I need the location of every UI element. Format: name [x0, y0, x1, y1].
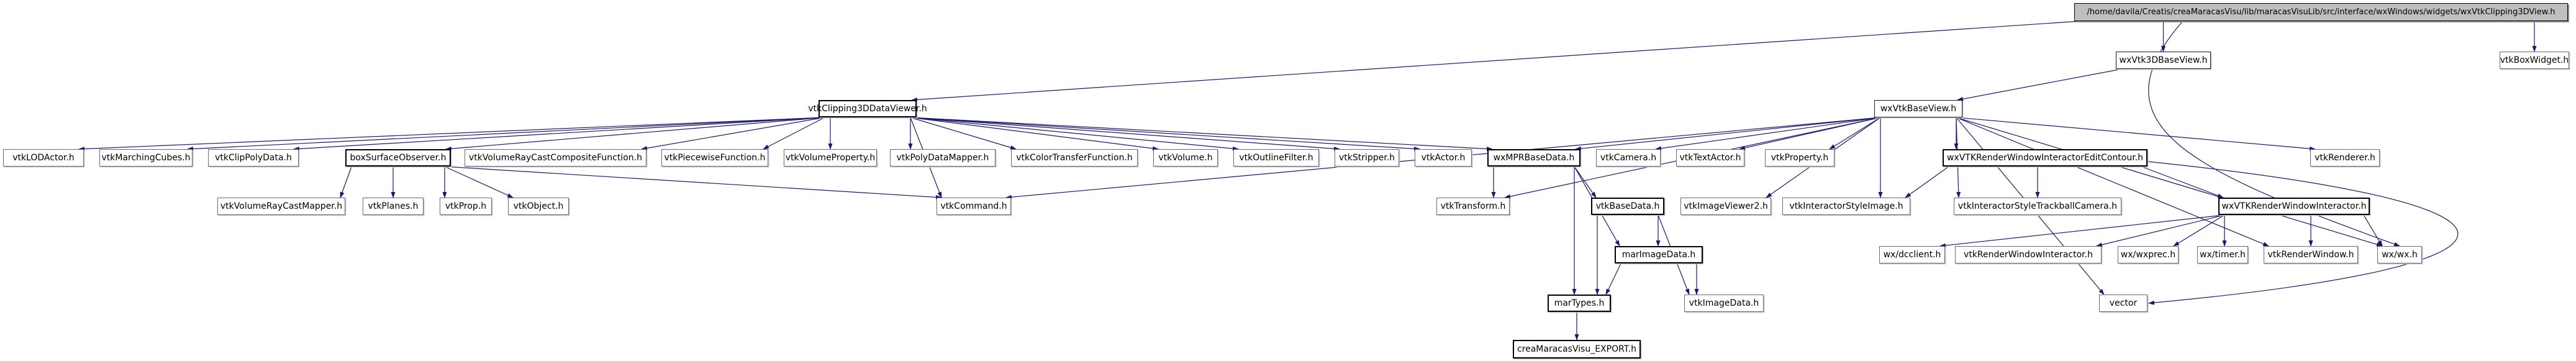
graph-node-vtkobject[interactable]: vtkObject.h: [508, 198, 569, 215]
graph-node-vector[interactable]: vector: [2099, 295, 2147, 312]
graph-node-creamaracasvisu-export[interactable]: creaMaracasVisu_EXPORT.h: [1513, 340, 1641, 359]
graph-node-vtkcamera[interactable]: vtkCamera.h: [1596, 149, 1661, 167]
edge-wxvtkbaseview-wxmprbasedata: [1575, 117, 1881, 151]
edge-wxvtkrenderwindowinteractor-vtkrenderwindowinteractor: [2096, 214, 2225, 247]
graph-node-vtkclipping3ddataviewer[interactable]: vtkClipping3DDataViewer.h: [808, 100, 927, 117]
edge-wxvtkrenderwindowinteractoreditcontour-vtkinteractorstyleimage: [1905, 166, 1949, 198]
graph-node-vtkmarchingcubes[interactable]: vtkMarchingCubes.h: [99, 149, 193, 167]
edge-root-vtkclipping3ddataviewer: [911, 21, 2081, 102]
edge-wxvtk3dbaseview-wxvtkbaseview: [1957, 68, 2123, 101]
graph-node-vtkvolumeraycastmapper[interactable]: vtkVolumeRayCastMapper.h: [217, 198, 345, 215]
edge-wxvtkbaseview-vtkcamera: [1655, 117, 1881, 151]
graph-node-vtklodactor[interactable]: vtkLODActor.h: [3, 149, 84, 167]
edge-wxvtkbaseview-wxwx: [1956, 117, 2383, 247]
graph-node-vtkboxwidget[interactable]: vtkBoxWidget.h: [2500, 52, 2569, 69]
graph-node-vtktransform[interactable]: vtkTransform.h: [1436, 198, 1510, 215]
graph-node-vtkvolumeproperty[interactable]: vtkVolumeProperty.h: [784, 149, 877, 167]
graph-node-vtkstripper[interactable]: vtkStripper.h: [1335, 149, 1399, 167]
graph-node-vtkprop[interactable]: vtkProp.h: [440, 198, 492, 215]
graph-node-wxvtkrenderwindowinteractor[interactable]: wxVTKRenderWindowInteractor.h: [2218, 198, 2370, 215]
graph-node-marimagedata[interactable]: marImageData.h: [1615, 246, 1703, 263]
graph-node-wxwx[interactable]: wx/wx.h: [2377, 246, 2422, 263]
edge-wxvtkbaseview-vtktextactor: [1739, 117, 1881, 150]
edge-vtkclipping3ddataviewer-vtkvolume: [910, 117, 1159, 151]
graph-node-wxwxprec[interactable]: wx/wxprec.h: [2118, 246, 2179, 263]
edge-wxvtkrenderwindowinteractoreditcontour-wxvtkrenderwindowinteractor: [2141, 166, 2224, 198]
graph-node-vtkrenderwindow[interactable]: vtkRenderWindow.h: [2264, 246, 2358, 263]
edge-boxsurfaceobserver-vtkvolumeraycastmapper: [340, 166, 352, 198]
graph-node-vtkcommand[interactable]: vtkCommand.h: [937, 198, 1011, 215]
graph-node-vtkpiecewisefunction[interactable]: vtkPiecewiseFunction.h: [661, 149, 768, 167]
graph-node-vtkplanes[interactable]: vtkPlanes.h: [363, 198, 424, 215]
edge-marimagedata-martypes: [1605, 263, 1621, 295]
graph-node-vtkactor[interactable]: vtkActor.h: [1415, 149, 1472, 167]
edge-vtkclipping3ddataviewer-vtkcolortransferfunction: [910, 117, 1017, 150]
graph-node-wxvtkbaseview[interactable]: wxVtkBaseView.h: [1874, 100, 1962, 117]
graph-node-vtkvolume[interactable]: vtkVolume.h: [1153, 149, 1218, 167]
edge-wxvtkbaseview-vtkrenderwindow: [1956, 117, 2269, 247]
graph-node-vtkinteractorstyletrackballcamera[interactable]: vtkInteractorStyleTrackballCamera.h: [1954, 198, 2121, 215]
graph-node-martypes[interactable]: marTypes.h: [1548, 295, 1611, 312]
graph-node-vtkproperty[interactable]: vtkProperty.h: [1765, 149, 1834, 167]
graph-node-root: /home/davila/Creatis/creaMaracasVisu/lib…: [2074, 3, 2568, 21]
graph-node-vtkrenderer[interactable]: vtkRenderer.h: [2310, 149, 2380, 167]
graph-node-wxvtk3dbaseview[interactable]: wxVtk3DBaseView.h: [2116, 52, 2211, 69]
graph-node-vtkoutlinefilter[interactable]: vtkOutlineFilter.h: [1233, 149, 1319, 167]
graph-node-vtkrenderwindowinteractor[interactable]: vtkRenderWindowInteractor.h: [1955, 246, 2102, 263]
edge-vtkclipping3ddataviewer-vtkstripper: [910, 117, 1340, 151]
graph-node-vtkcolortransferfunction[interactable]: vtkColorTransferFunction.h: [1011, 149, 1138, 167]
edge-vtkclipping3ddataviewer-vtkmarchingcubes: [187, 117, 825, 152]
edge-vtkclipping3ddataviewer-vtkclippolydata: [293, 117, 825, 151]
edge-vtkclipping3ddataviewer-vtkpiecewisefunction: [763, 117, 825, 150]
edge-wxvtkbaseview-vtkproperty: [1829, 117, 1881, 150]
graph-node-wxtimer[interactable]: wx/timer.h: [2197, 246, 2248, 263]
edge-wxvtkbaseview-vtkrenderer: [1956, 117, 2316, 151]
edge-vtkclipping3ddataviewer-vtkactor: [910, 117, 1420, 151]
graph-node-boxsurfaceobserver[interactable]: boxSurfaceObserver.h: [345, 149, 451, 167]
edge-wxvtkrenderwindowinteractor-wxwxprec: [2173, 214, 2225, 247]
graph-node-vtkimageviewer2[interactable]: vtkImageViewer2.h: [1680, 198, 1771, 215]
edge-wxvtkrenderwindowinteractoreditcontour-vector: [2147, 161, 2459, 305]
edge-wxmprbasedata-vtkbasedata: [1574, 166, 1597, 198]
edge-wxvtkrenderwindowinteractor-wxdcclient: [1939, 214, 2225, 248]
edge-vtkclipping3ddataviewer-vtkvolumeraycastcompositefunction: [641, 117, 825, 150]
graph-node-wxdcclient[interactable]: wx/dcclient.h: [1879, 246, 1945, 263]
graph-node-wxvtkrenderwindowinteractoreditcontour[interactable]: wxVTKRenderWindowInteractorEditContour.h: [1943, 149, 2147, 167]
graph-node-vtkvolumeraycastcompositefunction[interactable]: vtkVolumeRayCastCompositeFunction.h: [465, 149, 646, 167]
graph-node-vtkimagedata[interactable]: vtkImageData.h: [1684, 295, 1764, 312]
graph-node-vtkpolydatamapper[interactable]: vtkPolyDataMapper.h: [890, 149, 995, 167]
graph-node-wxmprbasedata[interactable]: wxMPRBaseData.h: [1487, 149, 1581, 167]
edge-vtkclipping3ddataviewer-wxmprbasedata: [910, 117, 1493, 152]
edge-vtkclipping3ddataviewer-vtkoutlinefilter: [910, 117, 1239, 151]
graph-node-vtkclippolydata[interactable]: vtkClipPolyData.h: [208, 149, 299, 167]
edge-wxvtkrenderwindowinteractor-wxwx: [2363, 214, 2383, 247]
edge-boxsurfaceobserver-vtkcommand: [444, 166, 942, 199]
graph-node-vtktextactor[interactable]: vtkTextActor.h: [1676, 149, 1744, 167]
edge-vtkclipping3ddataviewer-vtklodactor: [78, 117, 825, 152]
edge-vtkclipping3ddataviewer-boxsurfaceobserver: [445, 117, 825, 151]
graph-node-vtkbasedata[interactable]: vtkBaseData.h: [1591, 198, 1664, 215]
edge-boxsurfaceobserver-vtkobject: [444, 166, 514, 198]
graph-node-vtkinteractorstyleimage[interactable]: vtkInteractorStyleImage.h: [1782, 198, 1910, 215]
